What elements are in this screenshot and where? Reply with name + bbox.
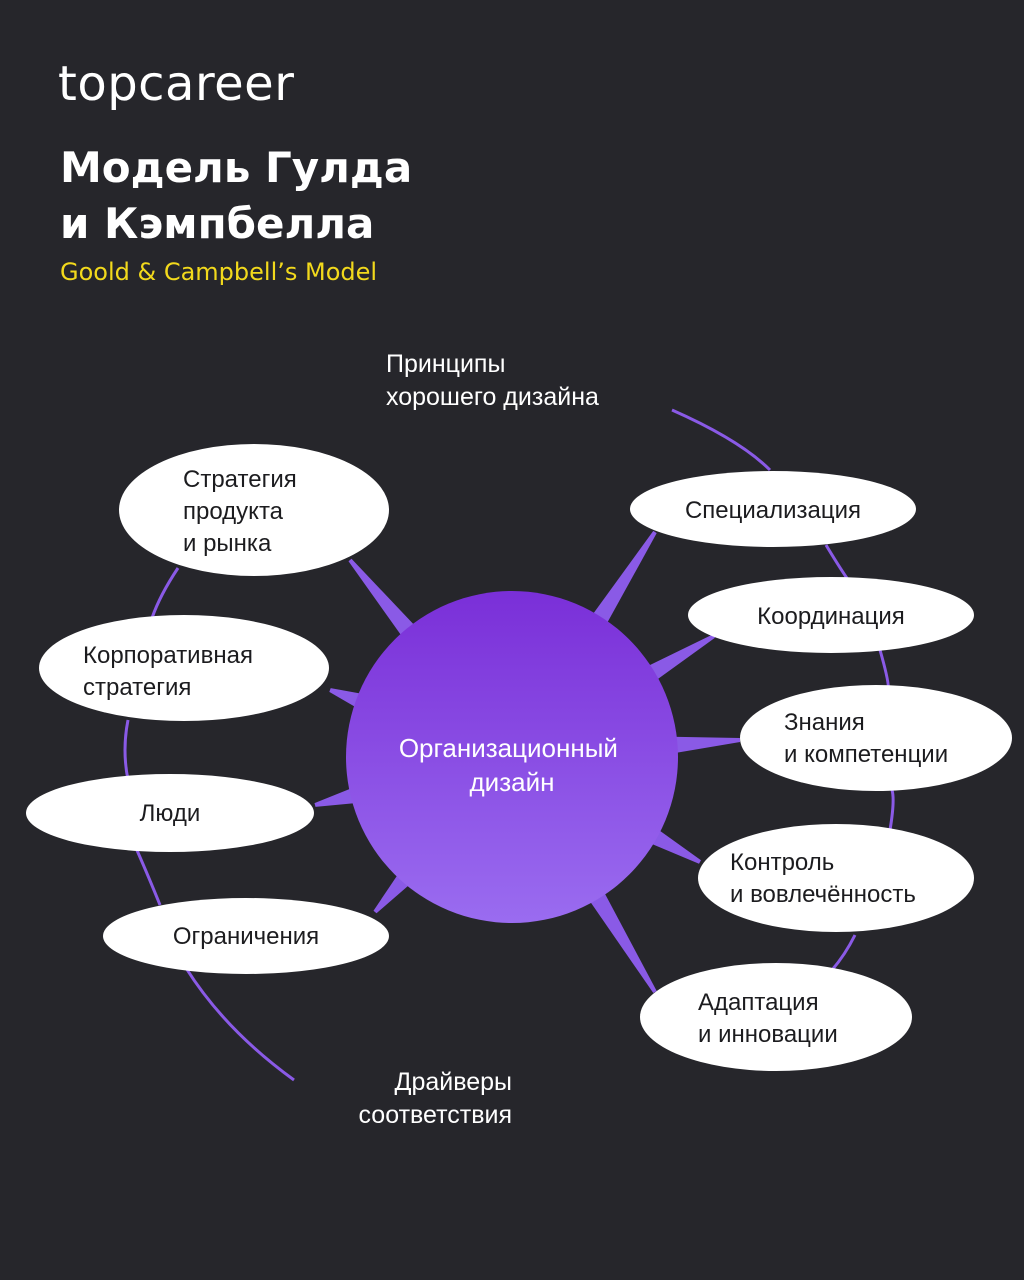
node-label-line: продукта bbox=[183, 498, 284, 525]
node-label-line: Знания bbox=[784, 709, 865, 736]
node-label: Специализация bbox=[685, 497, 861, 524]
node-constraints: Ограничения bbox=[103, 898, 389, 974]
node-ellipse bbox=[119, 444, 389, 576]
node-ellipse bbox=[26, 774, 314, 852]
node-label: Контроль и вовлечённость bbox=[730, 849, 916, 908]
node-ellipse bbox=[39, 615, 329, 721]
node-adaptation-innovation: Адаптация и инновации bbox=[640, 963, 912, 1071]
center-label-line-2: дизайн bbox=[470, 767, 555, 797]
node-label-line: Адаптация bbox=[698, 989, 819, 1016]
group-label-fit-drivers: Драйверы соответствия bbox=[322, 1066, 512, 1132]
group-label-good-design-line-2: хорошего дизайна bbox=[386, 383, 599, 411]
node-label: Ограничения bbox=[173, 923, 319, 950]
page-subtitle: Goold & Campbell’s Model bbox=[60, 258, 378, 286]
node-ellipse bbox=[698, 824, 974, 932]
node-label: Люди bbox=[140, 800, 201, 827]
center-circle bbox=[346, 591, 678, 923]
node-ellipse bbox=[740, 685, 1012, 791]
title-line-1: Модель Гулда bbox=[60, 143, 413, 192]
center-label-line-1: Организационный bbox=[399, 733, 618, 763]
node-label-line: Корпоративная bbox=[83, 642, 253, 669]
arc-fit-drivers bbox=[123, 567, 295, 1082]
node-label-line: и инновации bbox=[698, 1021, 838, 1048]
node-knowledge-competencies: Знания и компетенции bbox=[740, 685, 1012, 791]
group-label-good-design: Принципы хорошего дизайна bbox=[386, 348, 599, 414]
node-product-market-strategy: Стратегия продукта и рынка bbox=[119, 444, 389, 576]
node-people: Люди bbox=[26, 774, 314, 852]
node-control-engagement: Контроль и вовлечённость bbox=[698, 824, 974, 932]
connector-line bbox=[587, 530, 657, 632]
connector-line bbox=[664, 736, 741, 755]
node-ellipse bbox=[688, 577, 974, 653]
group-label-good-design-line-1: Принципы bbox=[386, 350, 506, 378]
group-label-fit-drivers-line-2: соответствия bbox=[358, 1101, 512, 1129]
node-label-line: Контроль bbox=[730, 849, 834, 876]
connector-line bbox=[639, 634, 715, 686]
connector-line bbox=[584, 883, 657, 993]
node-label-line: и вовлечённость bbox=[730, 881, 916, 908]
node-coordination: Координация bbox=[688, 577, 974, 653]
node-ellipse bbox=[640, 963, 912, 1071]
node-label: Адаптация и инновации bbox=[698, 989, 838, 1048]
node-label-line: Стратегия bbox=[183, 466, 297, 493]
title-line-2: и Кэмпбелла bbox=[60, 199, 375, 248]
node-label-line: и рынка bbox=[183, 530, 272, 557]
page-title: Модель Гулда и Кэмпбелла bbox=[60, 140, 412, 252]
topcareer-logo: topcareer bbox=[58, 56, 295, 112]
node-label: Знания и компетенции bbox=[784, 709, 948, 768]
center-node: Организационный дизайн bbox=[346, 591, 678, 923]
connector-line bbox=[348, 558, 422, 644]
node-label-line: и компетенции bbox=[784, 741, 948, 768]
node-ellipse bbox=[630, 471, 916, 547]
node-label: Корпоративная стратегия bbox=[83, 642, 260, 701]
node-ellipse bbox=[103, 898, 389, 974]
group-label-fit-drivers-line-1: Драйверы bbox=[394, 1068, 512, 1096]
center-label: Организационный дизайн bbox=[399, 733, 625, 797]
node-corporate-strategy: Корпоративная стратегия bbox=[39, 615, 329, 721]
node-specialization: Специализация bbox=[630, 471, 916, 547]
node-label: Координация bbox=[757, 603, 905, 630]
node-label-line: стратегия bbox=[83, 674, 191, 701]
node-label: Стратегия продукта и рынка bbox=[183, 466, 303, 557]
